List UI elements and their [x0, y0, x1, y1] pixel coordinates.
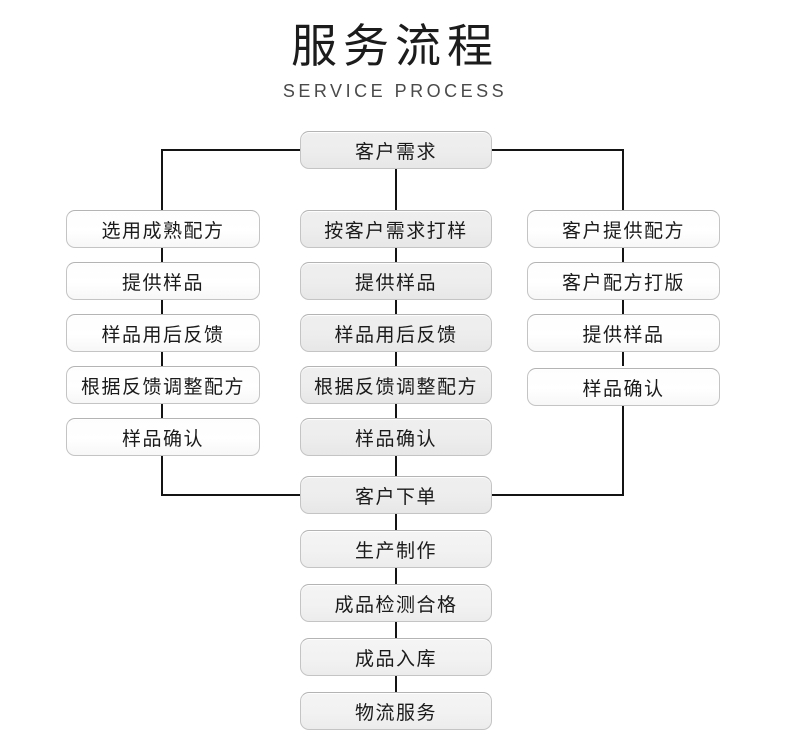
chart-header: 服务流程 SERVICE PROCESS — [0, 18, 790, 102]
page-title-cn: 服务流程 — [291, 19, 499, 73]
connector-left-4-5 — [161, 402, 163, 418]
page-title-en: SERVICE PROCESS — [282, 81, 508, 101]
node-right-step-3[interactable]: 提供样品 — [527, 314, 720, 352]
connector-warehouse-to-logistics — [395, 674, 397, 694]
node-right-step-4[interactable]: 样品确认 — [527, 368, 720, 406]
connector-start-right-horizontal — [487, 149, 624, 151]
node-tail-step-3[interactable]: 成品入库 — [300, 638, 492, 676]
connector-right-merge-horizontal — [487, 494, 624, 496]
node-left-step-3[interactable]: 样品用后反馈 — [66, 314, 260, 352]
connector-left-1-2 — [161, 246, 163, 262]
connector-left-merge-vertical — [161, 454, 163, 495]
node-middle-step-1[interactable]: 按客户需求打样 — [300, 210, 492, 248]
connector-order-to-production — [395, 510, 397, 530]
connector-mid-1-2 — [395, 246, 397, 262]
node-start-customer-requirement[interactable]: 客户需求 — [300, 131, 492, 169]
connector-right-merge-vertical — [622, 402, 624, 495]
node-middle-step-2[interactable]: 提供样品 — [300, 262, 492, 300]
node-right-step-2[interactable]: 客户配方打版 — [527, 262, 720, 300]
connector-inspection-to-warehouse — [395, 620, 397, 638]
node-left-step-2[interactable]: 提供样品 — [66, 262, 260, 300]
connector-mid-4-5 — [395, 402, 397, 418]
node-merge-customer-order[interactable]: 客户下单 — [300, 476, 492, 514]
connector-left-2-3 — [161, 298, 163, 314]
connector-start-to-middle — [395, 168, 397, 212]
connector-right-3-4 — [622, 350, 624, 366]
connector-left-3-4 — [161, 350, 163, 366]
node-tail-step-1[interactable]: 生产制作 — [300, 530, 492, 568]
node-tail-step-2[interactable]: 成品检测合格 — [300, 584, 492, 622]
connector-start-right-vertical — [622, 149, 624, 212]
node-left-step-4[interactable]: 根据反馈调整配方 — [66, 366, 260, 404]
node-middle-step-5[interactable]: 样品确认 — [300, 418, 492, 456]
node-right-step-1[interactable]: 客户提供配方 — [527, 210, 720, 248]
connector-mid-2-3 — [395, 298, 397, 314]
node-middle-step-3[interactable]: 样品用后反馈 — [300, 314, 492, 352]
connector-right-1-2 — [622, 246, 624, 262]
connector-mid-3-4 — [395, 350, 397, 366]
connector-mid-5-order — [395, 454, 397, 480]
node-left-step-5[interactable]: 样品确认 — [66, 418, 260, 456]
connector-left-merge-horizontal — [161, 494, 306, 496]
node-tail-step-4[interactable]: 物流服务 — [300, 692, 492, 730]
node-left-step-1[interactable]: 选用成熟配方 — [66, 210, 260, 248]
connector-production-to-inspection — [395, 566, 397, 584]
connector-start-left-vertical — [161, 149, 163, 212]
connector-start-left-horizontal — [161, 149, 306, 151]
connector-right-2-3 — [622, 298, 624, 314]
node-middle-step-4[interactable]: 根据反馈调整配方 — [300, 366, 492, 404]
